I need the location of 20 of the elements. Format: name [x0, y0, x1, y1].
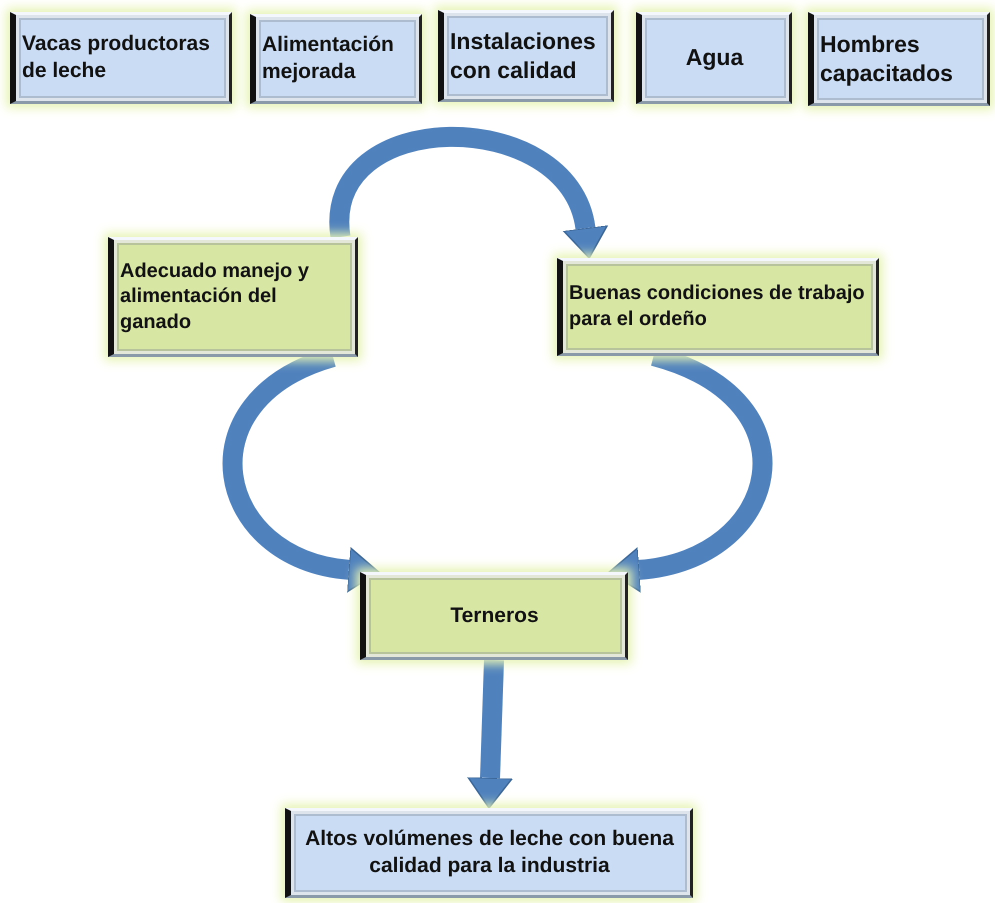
process-box — [360, 572, 628, 660]
box-text: Altos volúmenes de leche con buena calidad para la industria — [304, 826, 675, 879]
box-text: Hombres capacitados — [819, 30, 954, 88]
input-box — [285, 808, 693, 898]
box-text: Adecuado manejo y alimentación del ganado — [119, 258, 310, 335]
box-text: Alimentación mejorada — [261, 32, 395, 85]
block-arrow — [330, 127, 608, 258]
box-text: Buenas condiciones de trabajo para el ordeño — [568, 281, 866, 332]
input-box — [438, 10, 614, 102]
box-text: Instalaciones con calidad — [449, 26, 597, 85]
process-box — [557, 258, 879, 356]
box-text: Terneros — [449, 602, 540, 629]
box-text: Vacas productoras de leche — [21, 31, 211, 84]
input-box — [808, 12, 990, 106]
process-box — [108, 237, 358, 357]
block-arrow — [467, 660, 513, 809]
box-text: Agua — [684, 43, 744, 72]
input-box — [250, 14, 422, 104]
input-box — [636, 12, 792, 104]
input-box — [10, 12, 232, 104]
